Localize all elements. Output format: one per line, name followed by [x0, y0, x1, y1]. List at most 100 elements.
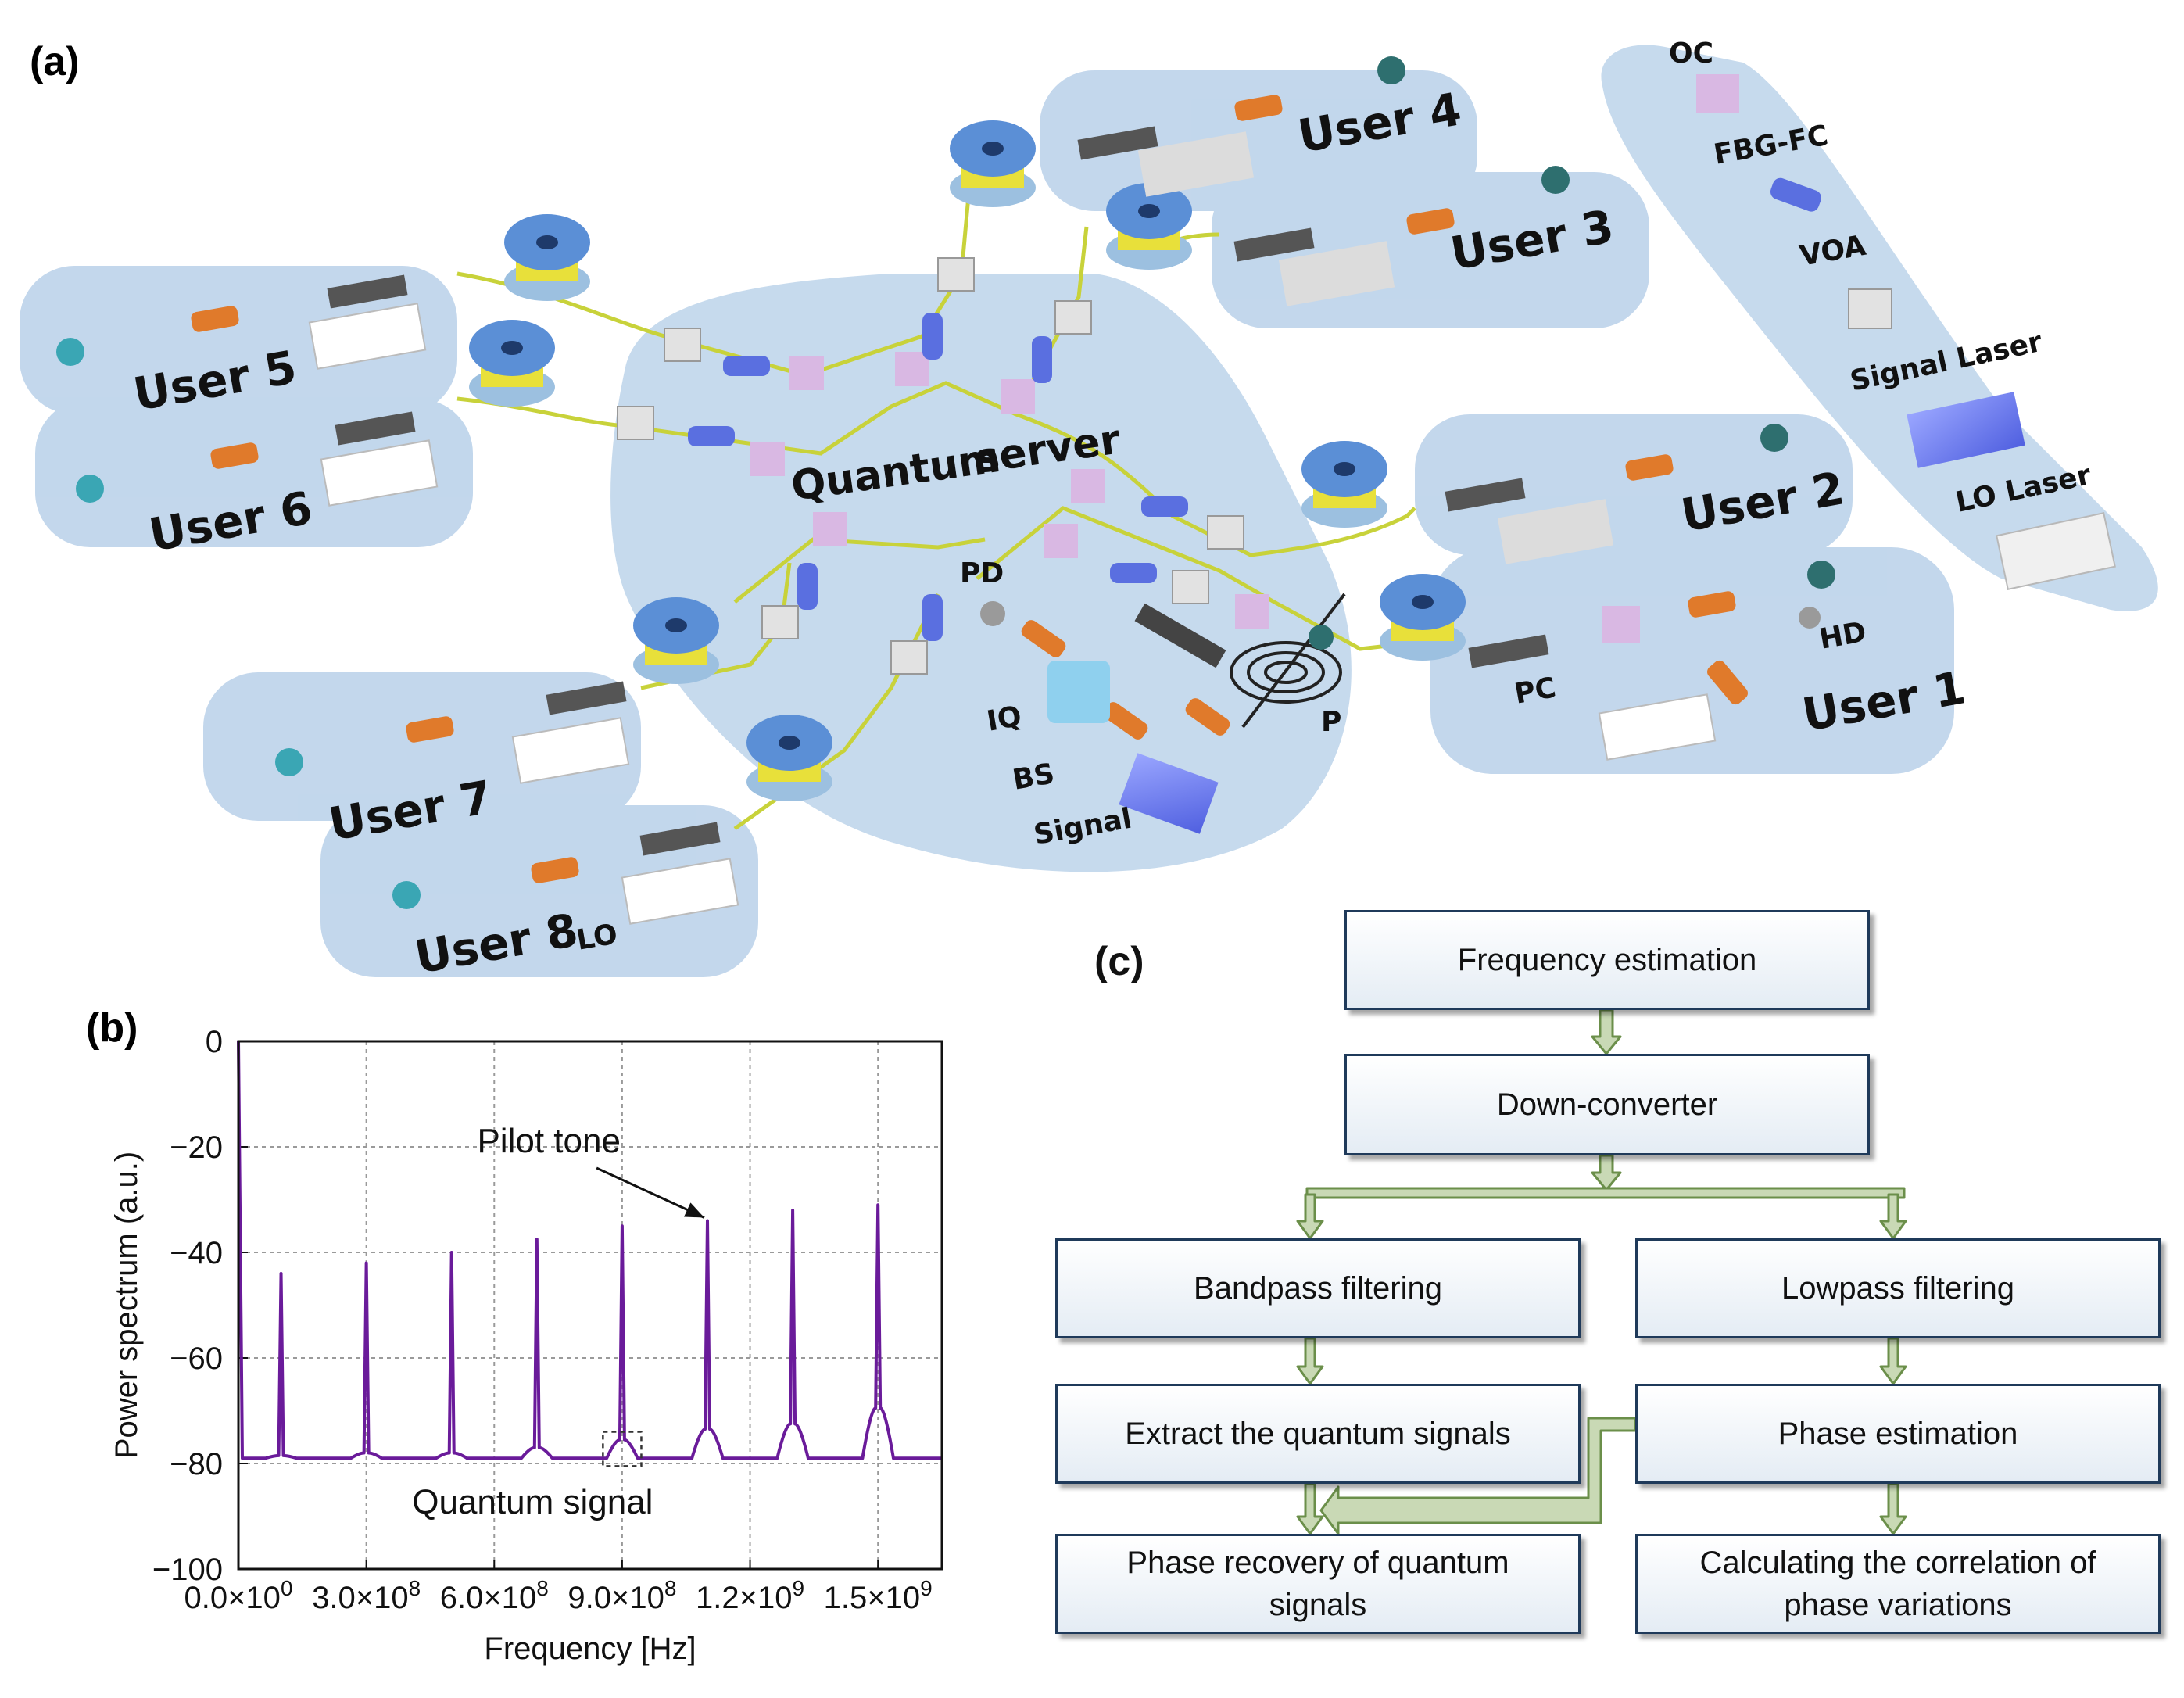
fbg-icon — [1032, 336, 1052, 383]
voa-icon — [1207, 515, 1244, 550]
down-converter-box: Down-converter — [1344, 1054, 1870, 1155]
x-tick-label: 1.5×109 — [824, 1576, 933, 1615]
iq-modulator-icon — [1047, 661, 1110, 723]
arrow-extract-to-recovery — [1296, 1482, 1324, 1535]
signal-laser-legend-icon — [1907, 392, 2025, 468]
arrow-freq-to-down — [1591, 1008, 1622, 1055]
spectrum-chart: (b) 0.0×100 3.0×108 6.0×108 9.0×108 1.2×109 1… — [86, 1005, 943, 1666]
pd-icon — [980, 601, 1005, 626]
network-schematic: (a) — [20, 38, 2158, 984]
oc-icon — [1071, 469, 1105, 503]
arrow-phase-to-correlation — [1879, 1482, 1907, 1535]
user-components — [56, 56, 1835, 925]
modulator-icon — [1185, 698, 1230, 736]
voa-icon — [1054, 300, 1092, 335]
fbg-icon — [922, 313, 943, 360]
lo-label: LO — [574, 918, 620, 956]
fbg-icon — [723, 356, 770, 376]
spool-icon — [469, 320, 555, 407]
phase-estimation-box: Phase estimation — [1635, 1384, 2161, 1484]
modulator-icon — [1021, 620, 1066, 657]
chart-frame — [237, 1040, 943, 1571]
voa-icon — [617, 406, 654, 440]
lowpass-filtering-box: Lowpass filtering — [1635, 1238, 2161, 1338]
chart-grid — [238, 1041, 942, 1569]
panel-a-label: (a) — [30, 39, 80, 84]
spool-icon — [1301, 441, 1387, 528]
fbg-legend-icon — [1770, 177, 1821, 212]
arrow-split-bar — [1305, 1187, 1906, 1199]
chart-series — [237, 1041, 942, 1460]
y-tick-label: −80 — [170, 1447, 223, 1481]
phase-shifter-icon — [1309, 625, 1334, 650]
signal-laser-icon — [1119, 753, 1219, 834]
legend-components — [1696, 74, 2116, 590]
bs-label: BS — [1010, 758, 1057, 797]
fbg-icon — [922, 594, 943, 641]
fbg-icon — [1141, 496, 1188, 517]
pilot-tone-arrowhead — [684, 1202, 704, 1218]
panel-b-label: (b) — [86, 1005, 138, 1051]
y-tick-label: −40 — [170, 1236, 223, 1270]
arrow-to-bandpass — [1296, 1193, 1324, 1240]
x-tick-label: 6.0×108 — [440, 1576, 549, 1615]
server-components — [617, 257, 1346, 834]
voa-legend-icon — [1848, 288, 1892, 329]
x-axis-label: Frequency [Hz] — [484, 1632, 696, 1666]
legend-oc-label: OC — [1669, 38, 1713, 70]
oc-legend-icon — [1696, 74, 1739, 113]
oc-icon — [1001, 379, 1035, 414]
grating-icon — [1134, 603, 1226, 668]
pilot-tone-annotation: Pilot tone — [477, 1122, 620, 1160]
phase-correlation-box: Calculating the correlation of phase var… — [1635, 1534, 2161, 1634]
fiber-spools — [469, 120, 1466, 801]
panel-c-label: (c) — [1094, 939, 1144, 984]
y-tick-label: −60 — [170, 1342, 223, 1376]
y-tick-label: 0 — [206, 1025, 223, 1059]
arrow-to-lowpass — [1879, 1193, 1907, 1240]
fbg-icon — [797, 563, 818, 610]
quantum-signal-annotation: Quantum signal — [412, 1483, 653, 1521]
oc-icon — [813, 512, 847, 546]
quantum-signal-box — [602, 1431, 643, 1467]
lo-laser-legend-icon — [1996, 512, 2116, 590]
fbg-icon — [688, 426, 735, 446]
y-axis-label: Power spectrum (a.u.) — [109, 1152, 144, 1459]
spool-icon — [950, 120, 1036, 207]
voa-icon — [664, 328, 701, 362]
p-label: P — [1321, 706, 1341, 738]
oc-icon — [1044, 524, 1078, 558]
x-tick-label: 0.0×100 — [184, 1576, 292, 1615]
user-1-platform — [1430, 547, 1954, 774]
fbg-icon — [1110, 563, 1157, 583]
pc-label: PC — [1512, 672, 1558, 711]
chart-ticks: 0.0×100 3.0×108 6.0×108 9.0×108 1.2×109 1.5×1… — [152, 1025, 933, 1615]
voa-icon — [761, 605, 799, 639]
spool-icon — [1106, 183, 1192, 270]
oc-icon — [750, 442, 785, 476]
user-7-platform — [203, 672, 641, 821]
oc-icon — [1235, 594, 1269, 629]
y-tick-label: −20 — [170, 1130, 223, 1165]
spool-icon — [633, 597, 719, 684]
voa-icon — [937, 257, 975, 292]
modulator-icon — [1103, 702, 1148, 740]
x-tick-label: 9.0×108 — [567, 1576, 676, 1615]
extract-quantum-signals-box: Extract the quantum signals — [1055, 1384, 1581, 1484]
voa-icon — [1172, 570, 1209, 604]
x-tick-label: 1.2×109 — [696, 1576, 804, 1615]
arrow-bandpass-to-extract — [1296, 1337, 1324, 1385]
frequency-estimation-box: Frequency estimation — [1344, 910, 1870, 1010]
voa-icon — [890, 640, 928, 675]
pd-label: PD — [960, 557, 1004, 589]
x-tick-label: 3.0×108 — [312, 1576, 421, 1615]
y-tick-label: −100 — [152, 1553, 223, 1587]
pilot-tone-arrow — [596, 1166, 705, 1219]
spool-icon — [504, 214, 590, 301]
spool-icon — [746, 715, 832, 801]
oc-icon — [895, 352, 929, 386]
spool-icon — [1380, 574, 1466, 661]
polarizer-icon — [1230, 593, 1346, 729]
arrow-down-to-split — [1591, 1154, 1622, 1191]
bandpass-filtering-box: Bandpass filtering — [1055, 1238, 1581, 1338]
